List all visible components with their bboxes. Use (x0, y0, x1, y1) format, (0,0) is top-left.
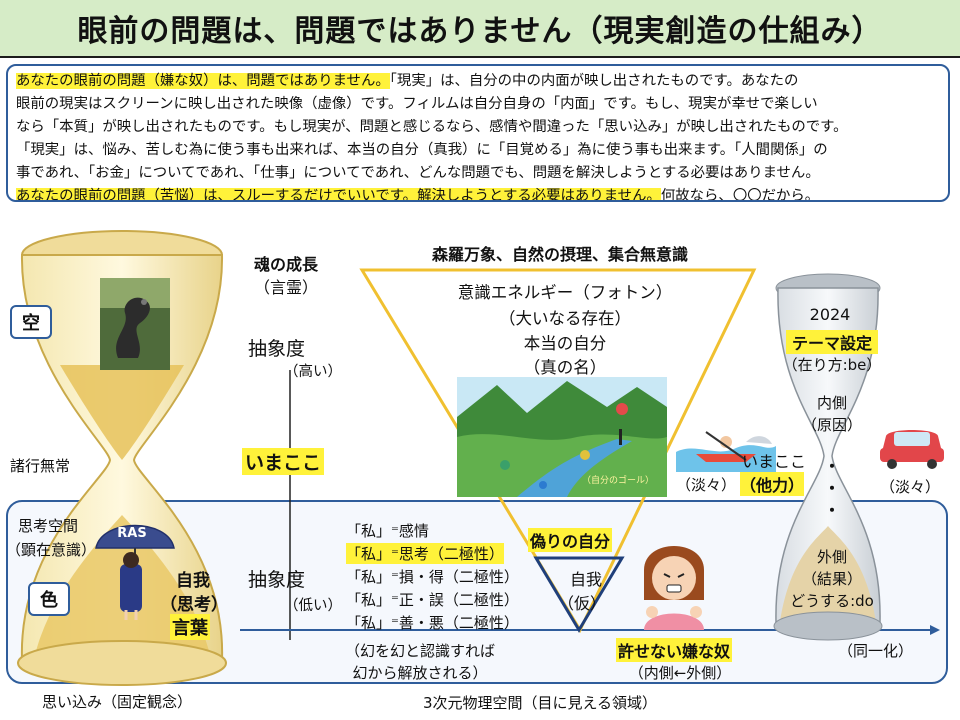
itsuwari-label: 偽りの自分 (528, 528, 613, 552)
makoto-label: （真の名） (523, 358, 607, 377)
intro-line-6: あなたの眼前の問題（苦悩）は、スルーするだけでいいです。解決しようとする必要はあ… (16, 185, 940, 202)
jiga-center-label: 自我 (569, 570, 602, 589)
arikata-label: （在り方:be） (782, 356, 882, 374)
theme-label: テーマ設定 (786, 330, 878, 354)
kekka-label: （結果） (801, 570, 862, 588)
intro-line-5: 事であれ、「お金」についてであれ、「仕事」についてであれ、どんな問題でも、問題を… (16, 165, 820, 181)
page-title: 眼前の問題は、問題ではありません（現実創造の仕組み） (0, 0, 960, 58)
tantan-right-label: （淡々） (880, 478, 941, 496)
intro-line-1-rest: 「現実」は、自分の中の内面が映し出されたものです。あなたの (389, 73, 799, 89)
girl-with-umbrella (95, 524, 175, 620)
sotogawa-label: 外側 (816, 548, 847, 566)
watashi-kanjo: 「私」⁼感情 (346, 522, 429, 540)
shinra-label: 森羅万象、自然の摂理、集合無意識 (431, 245, 688, 264)
watashi-sontoku: 「私」⁼損・得（二極性） (346, 568, 519, 586)
intro-text-box: あなたの眼前の問題（嫌な奴）は、問題ではありません。「現実」は、自分の中の内面が… (6, 64, 950, 202)
energy-label: 意識エネルギー（フォトン） (457, 283, 673, 302)
omoikomi-label: 思い込み（固定観念） (42, 693, 193, 711)
intro-line-1: あなたの眼前の問題（嫌な奴）は、問題ではありません。「現実」は、自分の中の内面が… (16, 70, 940, 93)
watashi-zenaku: 「私」⁼善・悪（二極性） (346, 614, 519, 632)
umbrella-ras-label: RAS (117, 526, 147, 541)
dou-ika-label: （同一化） (838, 642, 914, 660)
dousuru-label: どうする:do (790, 592, 874, 610)
tariki-label: （他力） (740, 472, 805, 496)
chushodo-low-label: 抽象度 (248, 569, 306, 591)
genin-label: （原因） (801, 416, 862, 434)
chushodo-high-label: 抽象度 (248, 338, 306, 360)
takai-label: （高い） (284, 364, 342, 380)
river-goal-label: （自分のゴール） (582, 476, 655, 486)
maboroshi-line-2: 幻から解放される） (352, 664, 488, 682)
uchi-soto-label: （内側←外側） (628, 664, 732, 682)
intro-highlight-2: あなたの眼前の問題（苦悩）は、スルーするだけでいいです。解決しようとする必要はあ… (16, 188, 661, 202)
river-landscape (457, 377, 667, 497)
ku-label: 空 (10, 305, 52, 339)
sanjigen-label: 3次元物理空間（目に見える領域） (422, 694, 658, 712)
intro-highlight-1: あなたの眼前の問題（嫌な奴）は、問題ではありません。 (16, 73, 390, 89)
imakoko-right-label: いまここ (742, 452, 807, 471)
intro-line-6-rest: 何故なら、〇〇だから。 (660, 188, 820, 202)
watashi-shiko: 「私」⁼思考（二極性） (346, 543, 504, 564)
intro-line-4: 「現実」は、悩み、苦しむ為に使う事も出来れば、本当の自分（真我）に「目覚める」為… (16, 142, 828, 158)
shiko-label: （思考） (160, 595, 228, 615)
shiko-kukan-label: 思考空間 (18, 517, 79, 535)
angry-woman (644, 546, 704, 630)
intro-line-2: 眼前の現実はスクリーンに映し出された映像（虚像）です。フィルムは自分自身の「内面… (16, 96, 818, 112)
watashi-seigo: 「私」⁼正・誤（二極性） (346, 591, 519, 609)
hikui-label: （低い） (284, 598, 342, 614)
dots-label: ・ ・ ・ (823, 457, 840, 520)
ookinaru-label: （大いなる存在） (499, 309, 631, 328)
intro-line-3: なら「本質」が映し出されたものです。もし現実が、問題と感じるなら、感情や間違った… (16, 119, 848, 135)
imakoko-label: いまここ (242, 448, 325, 475)
maboroshi-line-1: （幻を幻と認識すれば (344, 642, 495, 660)
dragon-photo (100, 278, 170, 370)
year-label: 2024 (809, 305, 851, 324)
uchigawa-label: 内側 (816, 394, 847, 412)
right-hourglass (773, 273, 883, 641)
kayak-illustration (676, 431, 776, 472)
kotoba-label: 言葉 (170, 614, 210, 640)
kenzai-ishiki-label: （顕在意識） (6, 541, 97, 559)
tamashii-label: 魂の成長 (253, 255, 318, 274)
honto-label: 本当の自分 (523, 334, 607, 353)
yurusenai-label: 許せない嫌な奴 (616, 638, 733, 662)
kotodama-label: （言霊） (253, 278, 318, 297)
shogyo-mujo-label: 諸行無常 (10, 457, 71, 475)
jiga-label: 自我 (176, 571, 210, 591)
tantan-left-label: （淡々） (676, 476, 737, 494)
car-illustration (880, 430, 944, 469)
kari-label: （仮） (557, 594, 606, 613)
shiki-label: 色 (28, 582, 70, 616)
